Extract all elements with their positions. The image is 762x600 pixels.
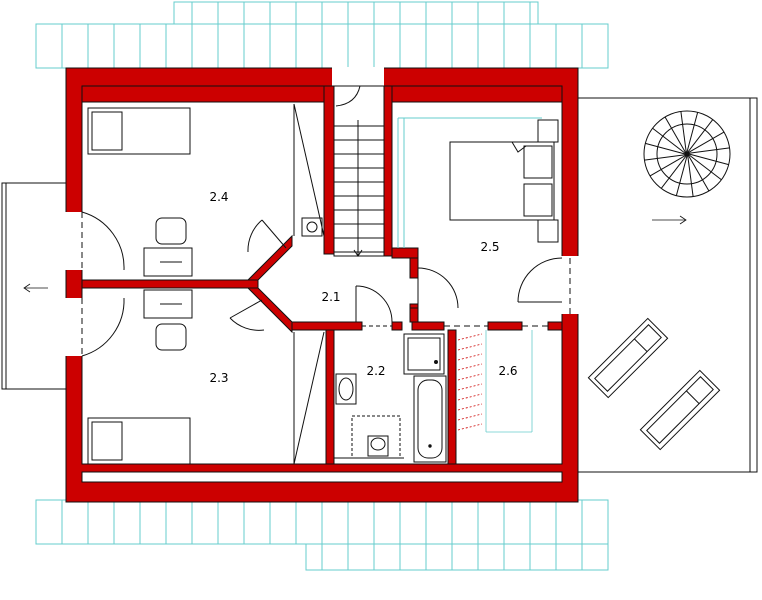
- svg-text:2.3: 2.3: [209, 371, 228, 385]
- closet-hanger: [457, 393, 483, 401]
- room-labels: 2.4 2.5 2.1 2.2 2.6 2.3: [207, 189, 520, 386]
- roof-top: [35, 1, 609, 69]
- spiral-step: [660, 155, 687, 189]
- desk-chairs: [143, 217, 193, 351]
- spiral-step: [687, 119, 714, 153]
- spiral-step: [664, 116, 687, 153]
- spiral-step: [652, 127, 686, 154]
- bottom-wall-strip: [81, 471, 563, 483]
- wardrobe-room-2-4: [293, 103, 325, 237]
- room-label-2-1: 2.1: [319, 289, 343, 305]
- closet-hanger: [457, 403, 483, 411]
- interior-walls: [81, 85, 563, 465]
- spiral-step: [686, 112, 699, 153]
- sun-lounger-icon: [639, 369, 721, 451]
- bathroom-fixtures: [334, 333, 447, 463]
- room-label-2-6: 2.6: [496, 363, 520, 379]
- sun-lounger-icon: [587, 317, 669, 399]
- svg-text:2.6: 2.6: [498, 364, 517, 378]
- spiral-staircase-icon: [643, 110, 731, 198]
- closet-hanger: [457, 343, 483, 351]
- closet-room-2-6: [457, 330, 533, 433]
- wardrobe-room-2-3: [293, 331, 325, 465]
- closet-hanger: [457, 423, 483, 431]
- closet-hanger: [457, 413, 483, 421]
- closet-hanger: [457, 333, 483, 341]
- room-label-2-2: 2.2: [364, 363, 388, 379]
- double-bed-room-2-5: [449, 119, 559, 243]
- bed-room-2-3: [87, 417, 191, 465]
- outer-walls: [65, 67, 579, 503]
- closet-hanger: [457, 353, 483, 361]
- arrow-left-icon: [23, 283, 48, 293]
- svg-text:2.4: 2.4: [209, 190, 228, 204]
- svg-text:2.2: 2.2: [366, 364, 385, 378]
- closet-hanger: [457, 383, 483, 391]
- room-label-2-5: 2.5: [478, 239, 502, 255]
- staircase: [333, 85, 385, 257]
- doors: [81, 211, 571, 357]
- spiral-step: [688, 153, 729, 166]
- spiral-step: [649, 154, 686, 177]
- room-label-2-4: 2.4: [207, 189, 231, 205]
- spiral-step: [645, 142, 686, 155]
- spiral-step: [644, 154, 686, 161]
- roof-bottom: [35, 499, 609, 571]
- bed-room-2-4: [87, 107, 191, 155]
- svg-text:2.5: 2.5: [480, 240, 499, 254]
- room-label-2-3: 2.3: [207, 370, 231, 386]
- arrow-right-icon: [652, 215, 687, 225]
- spiral-step: [688, 147, 730, 154]
- closet-hanger: [457, 363, 483, 371]
- closet-hanger: [457, 373, 483, 381]
- svg-text:2.1: 2.1: [321, 290, 340, 304]
- spiral-step: [688, 131, 725, 154]
- spiral-step: [687, 155, 710, 192]
- wardrobe-room-2-5: [397, 117, 542, 248]
- spiral-step: [688, 154, 722, 181]
- spiral-step: [687, 155, 694, 197]
- spiral-step: [680, 111, 687, 153]
- spiral-step: [675, 155, 688, 196]
- left-balcony: [1, 182, 67, 390]
